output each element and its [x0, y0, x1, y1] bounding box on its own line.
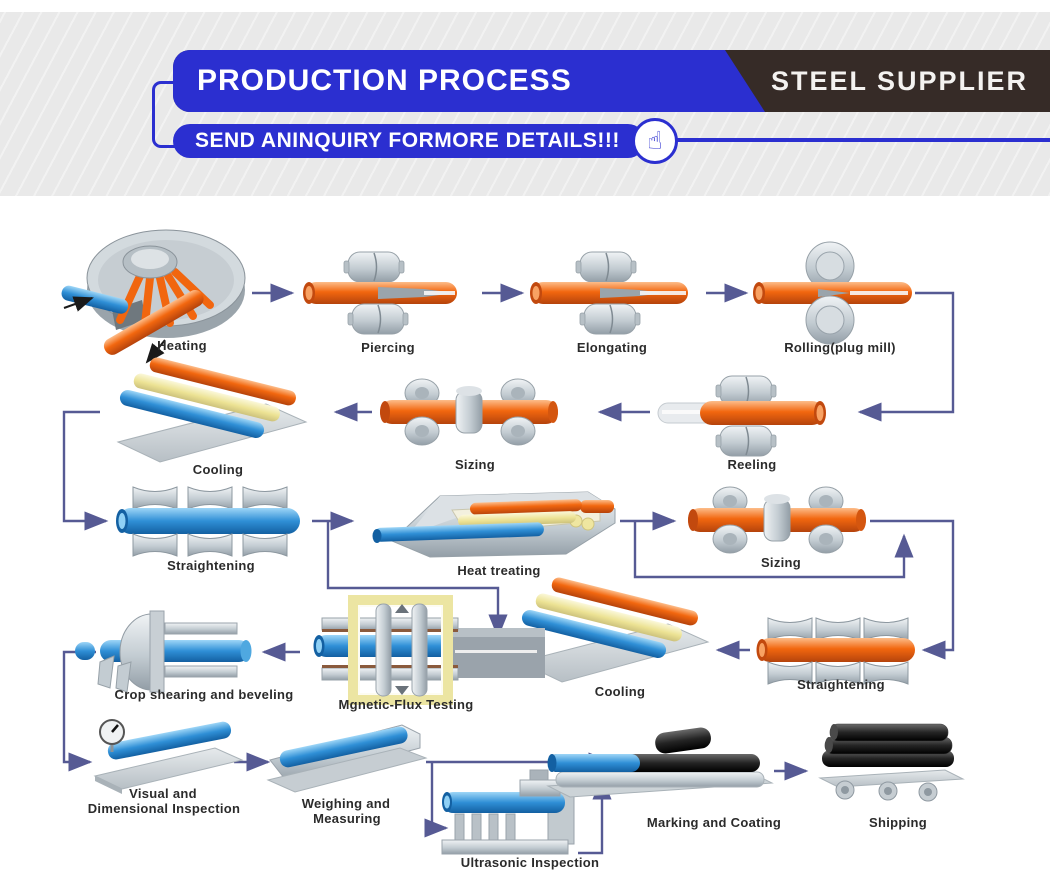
arrow-ultrasonic-return [578, 775, 612, 855]
station-sizing-2: Sizing [687, 486, 867, 570]
flow-arrows [62, 283, 955, 855]
label-marking: Marking and Coating [647, 815, 781, 830]
brand-title: STEEL SUPPLIER [770, 66, 1029, 96]
station-rolling: Rolling(plug mill) [753, 241, 912, 355]
label-straightening-1: Straightening [167, 558, 255, 573]
feed-out-arrow [145, 339, 166, 364]
label-sizing-2: Sizing [761, 555, 801, 570]
label-cooling-1: Cooling [193, 462, 243, 477]
arrow-down-ultrasonic [424, 762, 449, 838]
station-cooling-2: Cooling [519, 575, 709, 699]
label-ultrasonic: Ultrasonic Inspection [461, 855, 600, 870]
process-diagram: Heating Piercing Elongating [61, 229, 965, 870]
feed-in-arrow [63, 296, 94, 312]
station-piercing: Piercing [303, 251, 457, 355]
station-heat-treating: Heat treating [372, 491, 616, 578]
station-straightening-2: Straightening [756, 617, 915, 692]
station-cooling-1: Cooling [117, 355, 307, 477]
arrow-rolling-reeling [857, 291, 955, 422]
label-shipping: Shipping [869, 815, 927, 830]
station-visual-inspection: Visual and Dimensional Inspection [88, 719, 244, 816]
inlet-pipe [61, 285, 129, 314]
bypass-straightening-testing [326, 521, 508, 639]
arrow-cooling-straightening [62, 410, 109, 531]
station-weighing: Weighing and Measuring [266, 724, 428, 826]
label-sizing-1: Sizing [455, 457, 495, 472]
label-elongating: Elongating [577, 340, 647, 355]
station-magnetic-flux-testing: Mgnetic-Flux Testing [313, 595, 545, 712]
station-sizing-1: Sizing [379, 378, 559, 472]
label-weighing-1: Weighing and [302, 796, 391, 811]
station-ultrasonic: Ultrasonic Inspection [441, 769, 600, 870]
header-banner: PRODUCTION PROCESS STEEL SUPPLIER [173, 50, 1050, 112]
hand-click-icon[interactable]: ☝ [632, 118, 678, 164]
station-marking: Marking and Coating [546, 727, 781, 830]
label-heating: Heating [157, 338, 207, 353]
cta-rule-line [650, 138, 1050, 142]
station-crop-shearing: Crop shearing and beveling [75, 610, 294, 702]
label-rolling: Rolling(plug mill) [784, 340, 896, 355]
station-straightening-1: Straightening [116, 486, 300, 573]
label-straightening-2: Straightening [797, 677, 885, 692]
label-reeling: Reeling [727, 457, 776, 472]
arrow-cropshearing-visual [62, 650, 96, 772]
station-elongating: Elongating [530, 251, 688, 355]
title-ribbon [173, 50, 765, 112]
label-crop-shearing: Crop shearing and beveling [115, 687, 294, 702]
station-reeling: Reeling [657, 375, 826, 472]
label-magnetic-flux: Mgnetic-Flux Testing [338, 697, 473, 712]
banner-connector-line [152, 81, 178, 148]
inquiry-cta-button[interactable]: SEND ANINQUIRY FORMORE DETAILS!!! [173, 124, 645, 158]
label-visual-2: Dimensional Inspection [88, 801, 241, 816]
station-shipping: Shipping [818, 723, 965, 830]
station-heating: Heating [61, 229, 246, 364]
outlet-pipe [103, 290, 204, 355]
label-cooling-2: Cooling [595, 684, 645, 699]
arrow-sizing-straightening2 [870, 519, 955, 660]
bypass-under-sizing [633, 521, 914, 579]
label-piercing: Piercing [361, 340, 415, 355]
label-weighing-2: Measuring [313, 811, 381, 826]
page-title: PRODUCTION PROCESS [197, 64, 572, 97]
label-heat-treating: Heat treating [457, 563, 540, 578]
label-visual-1: Visual and [129, 786, 197, 801]
